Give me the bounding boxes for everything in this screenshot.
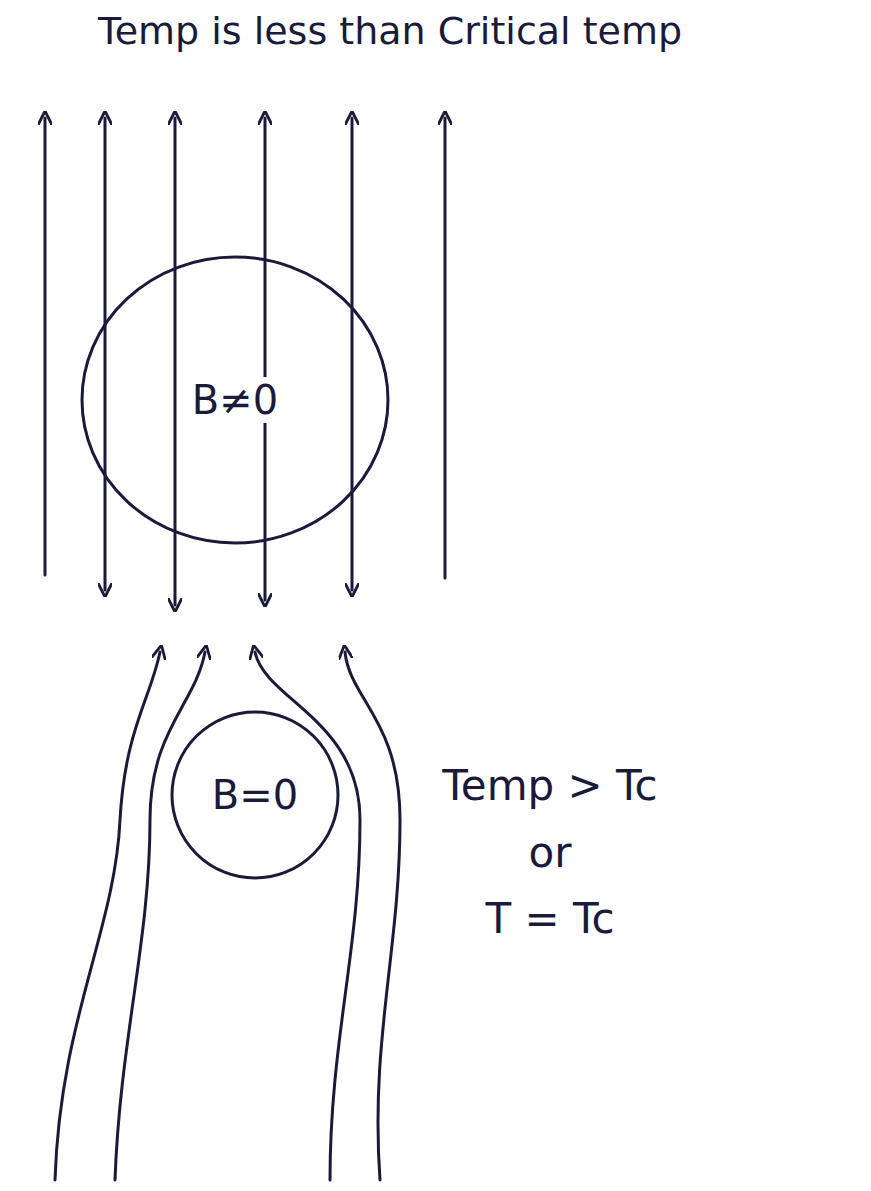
circle-region: B≠0 xyxy=(80,255,390,545)
field-label: B≠0 xyxy=(188,377,282,423)
field-label: B=0 xyxy=(208,772,302,818)
temperature-note: or xyxy=(420,827,680,880)
temperature-note: Temp is less than Critical temp xyxy=(80,8,700,56)
temperature-note: Temp > Tc xyxy=(420,760,680,813)
circle-region: B=0 xyxy=(170,710,340,880)
note-group: Temp is less than Critical temp xyxy=(80,8,700,56)
temperature-note: T = Tc xyxy=(420,893,680,946)
note-group: Temp > Tc or T = Tc xyxy=(420,760,680,946)
